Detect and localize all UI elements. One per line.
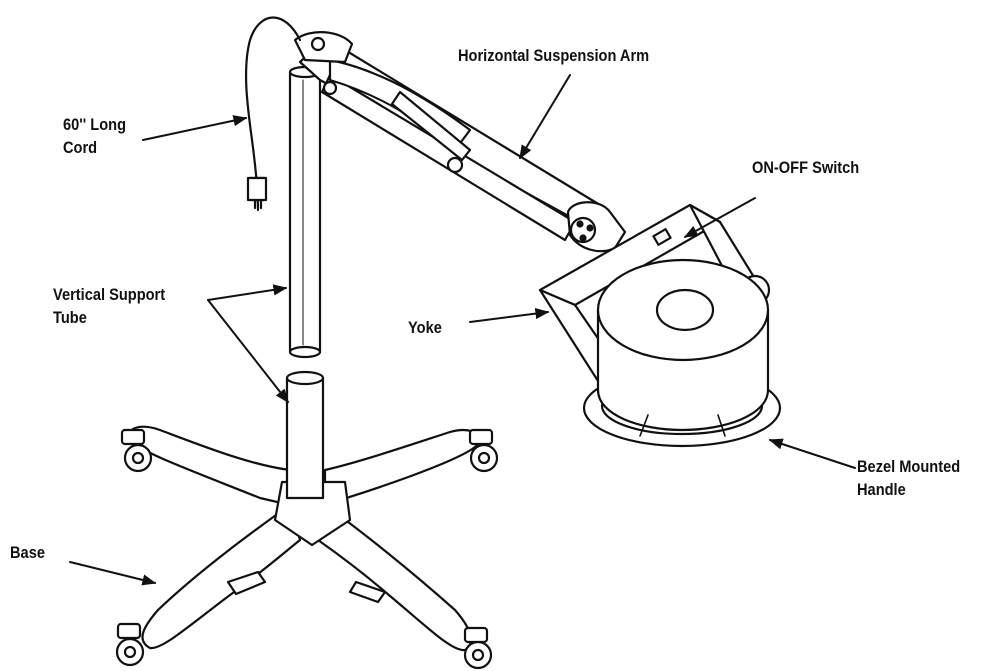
label-handle-line1: Bezel Mounted: [857, 457, 961, 476]
label-tube-line1: Vertical Support: [53, 285, 166, 304]
label-on-off-switch: ON-OFF Switch: [752, 158, 860, 177]
arm-knuckle-joint: [566, 201, 627, 253]
label-bezel-mounted-handle: Bezel Mounted Handle: [857, 455, 960, 501]
horizontal-suspension-arm: [293, 31, 602, 242]
label-tube-line2: Tube: [53, 308, 87, 327]
power-cord: [244, 16, 302, 212]
label-base: Base: [10, 543, 45, 562]
vertical-support-tube: [285, 65, 325, 500]
label-horizontal-suspension-arm: Horizontal Suspension Arm: [458, 46, 650, 65]
lamp-head: [582, 258, 782, 448]
leader-lines: [69, 74, 856, 586]
caster-wheels: [115, 428, 499, 670]
label-cord: 60'' Long Cord: [63, 113, 126, 159]
label-cord-line2: Cord: [63, 138, 98, 157]
label-vertical-support-tube: Vertical Support Tube: [53, 283, 165, 329]
label-yoke: Yoke: [408, 318, 442, 337]
base-legs: [127, 425, 480, 652]
label-cord-line1: 60'' Long: [63, 115, 127, 134]
label-handle-line2: Handle: [857, 480, 906, 499]
